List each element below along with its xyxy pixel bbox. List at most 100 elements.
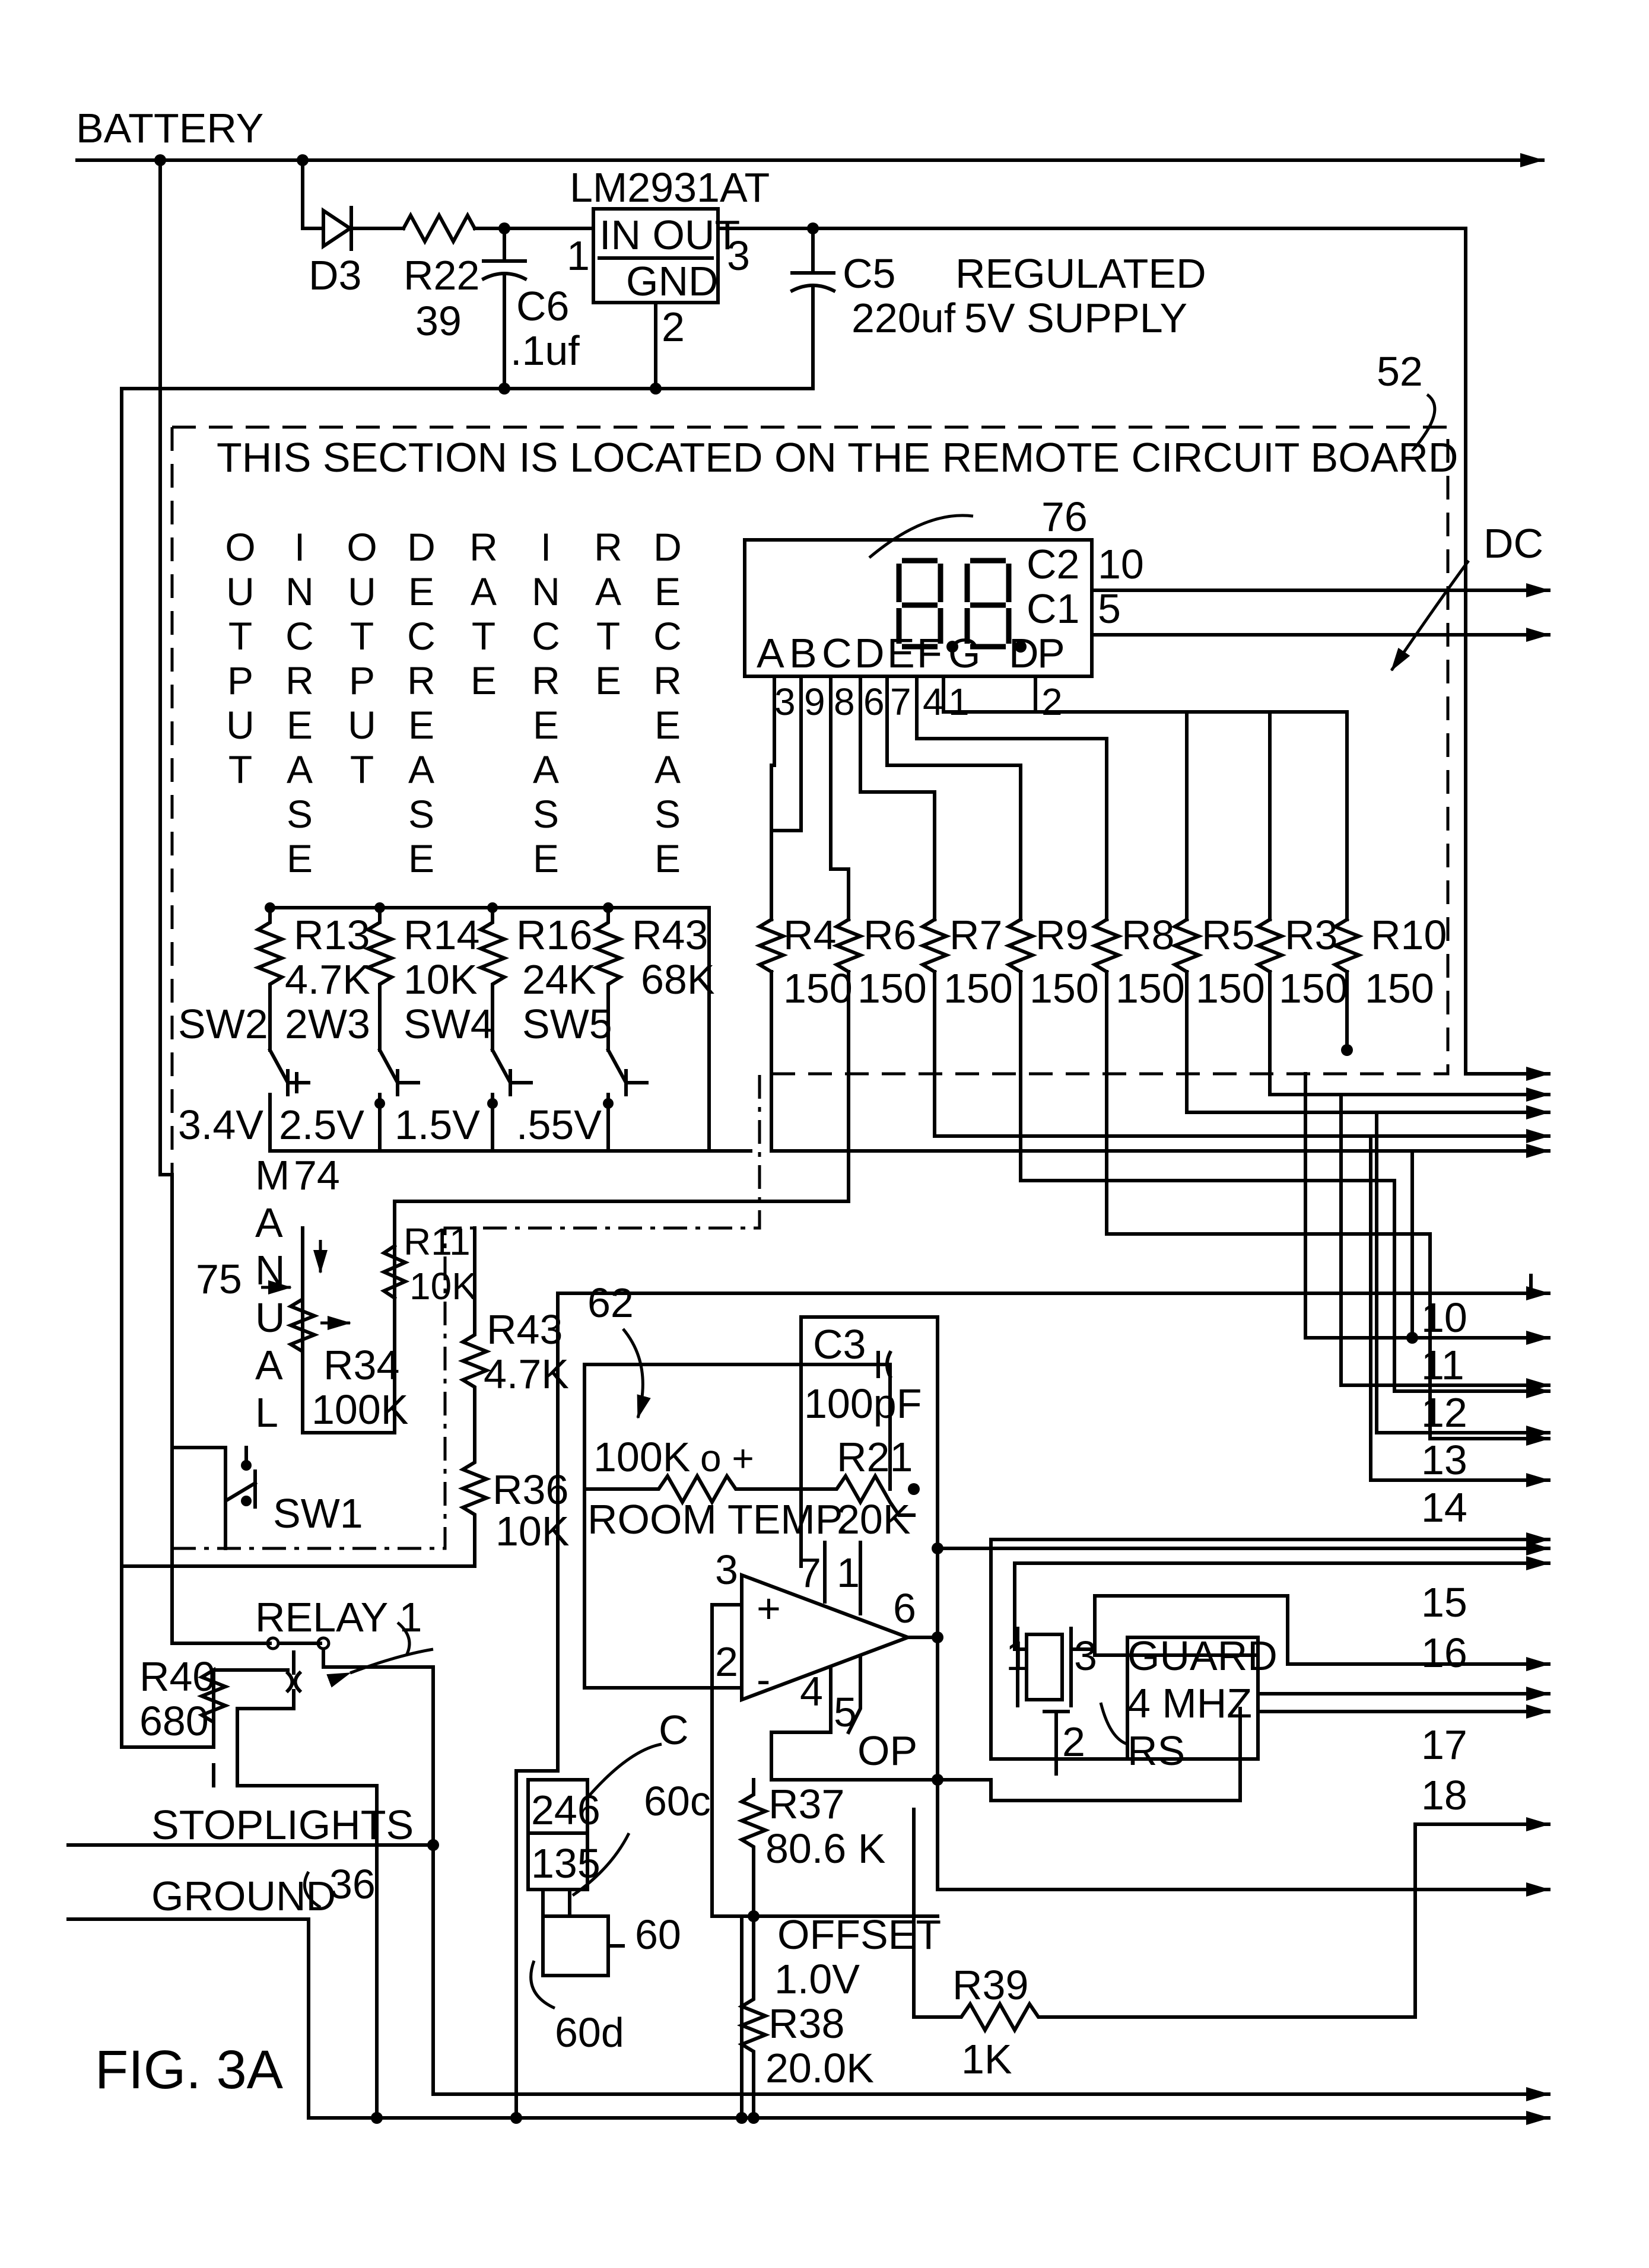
manual-letter-m: M: [255, 1152, 290, 1198]
manual-letter-n: N: [255, 1247, 285, 1293]
output-13: 13: [1421, 1437, 1467, 1483]
offset-network: [736, 1707, 1550, 2120]
svg-text:T: T: [228, 747, 252, 791]
svg-text:T: T: [350, 614, 374, 658]
ref-62: 62: [587, 1280, 634, 1326]
seg-d: D: [854, 630, 885, 676]
column-increase-1: I N C R E A S E: [285, 525, 314, 880]
figure-label: FIG. 3A: [95, 2040, 284, 2100]
svg-text:U: U: [226, 570, 255, 613]
regulator-in-out: IN OUT: [599, 212, 740, 258]
svg-text:E: E: [408, 836, 434, 880]
r11-value: 10K: [409, 1265, 477, 1308]
ref-75: 75: [196, 1256, 242, 1302]
seg-a: A: [757, 630, 784, 676]
r4-value: 150: [783, 965, 853, 1011]
r16-extra: SW5: [522, 1001, 612, 1047]
r6-label: R6: [863, 912, 916, 958]
column-rate-1: R A T E: [469, 525, 498, 702]
svg-text:R: R: [653, 659, 682, 702]
r13-label: R13: [294, 912, 370, 958]
r14-value: 10K: [403, 956, 478, 1003]
svg-text:R: R: [532, 659, 560, 702]
r16-label: R16: [516, 912, 592, 958]
ref-52: 52: [1377, 348, 1423, 395]
svg-text:S: S: [408, 792, 434, 836]
crystal-guard: [989, 1532, 1550, 1776]
guard-label: GUARD: [1127, 1633, 1278, 1679]
thermistor-value: 100K: [593, 1434, 690, 1480]
opamp-pin1: 1: [837, 1550, 860, 1596]
ref-52-leader: [1411, 393, 1437, 452]
svg-text:R: R: [407, 659, 436, 702]
svg-text:A: A: [471, 570, 497, 613]
output-18: 18: [1421, 1772, 1467, 1818]
svg-text:U: U: [226, 703, 255, 747]
r3-label: R3: [1285, 912, 1337, 958]
voltage-3-4: 3.4V: [178, 1102, 263, 1148]
svg-text:T: T: [596, 614, 620, 658]
svg-text:S: S: [654, 792, 681, 836]
r13-extra: 2W3: [285, 1001, 370, 1047]
lower-rails: [66, 1839, 1550, 2125]
pin-f: 4: [923, 680, 944, 723]
r36-value: 10K: [495, 1508, 570, 1554]
voltage-0-55: .55V: [516, 1102, 602, 1148]
svg-text:C: C: [285, 614, 314, 658]
column-rate-2: R A T E: [594, 525, 622, 702]
r40-value: 680: [139, 1698, 209, 1744]
opamp-pin6: 6: [893, 1585, 916, 1631]
svg-text:C: C: [532, 614, 560, 658]
svg-text:T: T: [350, 747, 374, 791]
ground-label: GROUND: [151, 1873, 336, 1919]
r5-label: R5: [1202, 912, 1254, 958]
svg-text:U: U: [348, 703, 376, 747]
output-17: 17: [1421, 1722, 1467, 1768]
r11-label: R11: [403, 1220, 471, 1263]
opamp-pin2: 2: [715, 1639, 738, 1685]
pin-g: 1: [948, 680, 970, 723]
c6-value: .1uf: [510, 327, 580, 374]
opamp-pin3: 3: [715, 1547, 738, 1593]
manual-letter-l: L: [255, 1389, 278, 1436]
svg-text:E: E: [287, 703, 313, 747]
segment-wiring: [770, 675, 1349, 921]
svg-text:A: A: [654, 747, 681, 791]
r38-value: 20.0K: [765, 2045, 874, 2091]
r8-label: R8: [1121, 912, 1174, 958]
offset-title: OFFSET: [777, 1911, 941, 1958]
supply-circuit: [120, 158, 1550, 1749]
r8-value: 150: [1116, 965, 1185, 1011]
manual-control: [170, 1074, 850, 1550]
r13-value: 4.7K: [285, 956, 370, 1003]
supply-note-2: 5V SUPPLY: [964, 295, 1187, 341]
relay-label: RELAY 1: [255, 1594, 422, 1640]
svg-text:S: S: [533, 792, 559, 836]
rs-label: RS: [1127, 1728, 1185, 1774]
r43a-label: R43: [632, 912, 708, 958]
c1-pin: 5: [1098, 586, 1121, 632]
svg-text:A: A: [408, 747, 434, 791]
r38-label: R38: [768, 2000, 844, 2047]
voltage-2-5: 2.5V: [279, 1102, 364, 1148]
r9-value: 150: [1030, 965, 1099, 1011]
r34-label: R34: [323, 1342, 399, 1388]
regulator-part: LM2931AT: [570, 164, 770, 211]
svg-text:E: E: [533, 703, 559, 747]
r43a-value: 68K: [641, 956, 715, 1003]
offset-value: 1.0V: [774, 1956, 860, 2002]
svg-text:U: U: [348, 570, 376, 613]
regulator-pin-gnd: 2: [662, 304, 685, 350]
output-lines: [1304, 1072, 1550, 1487]
svg-text:C: C: [407, 614, 436, 658]
seg-f: F: [917, 630, 942, 676]
svg-text:E: E: [471, 659, 497, 702]
c3-value: 100pF: [804, 1380, 922, 1427]
crystal-pin3: 3: [1074, 1633, 1097, 1679]
manual-letter-a: A: [255, 1200, 283, 1246]
r21-label: R21: [837, 1434, 913, 1480]
stoplights-label: STOPLIGHTS: [151, 1802, 414, 1848]
seg-g: G: [948, 630, 980, 676]
svg-text:E: E: [654, 570, 681, 613]
ref-60d: 60d: [555, 2009, 624, 2056]
